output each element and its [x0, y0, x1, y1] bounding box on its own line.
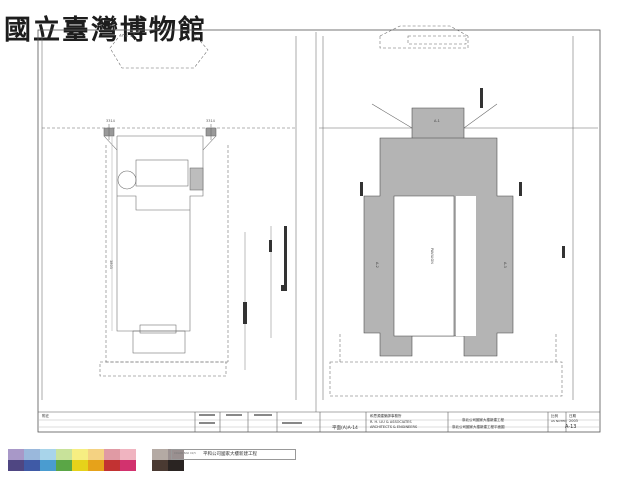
exhibit-hall: [363, 107, 514, 357]
swatch: [40, 449, 56, 460]
swatch: [88, 460, 104, 471]
swatch: [72, 460, 88, 471]
left-floor-plan: [41, 29, 297, 400]
swatch: [168, 449, 184, 460]
swatch-column: [88, 449, 104, 471]
swatch-column: [104, 449, 120, 471]
swatch-column: [72, 449, 88, 471]
room-label-top: A-1: [434, 119, 440, 123]
project-name: 臺北公司國家大樓新建工程: [462, 418, 504, 422]
swatch-column: [136, 449, 152, 471]
title-block: [38, 411, 600, 432]
swatch: [72, 449, 88, 460]
title-block-marks: [199, 414, 302, 424]
swatch-column: [168, 449, 184, 471]
swatch: [120, 449, 136, 460]
swatch: [56, 449, 72, 460]
sheet-number: A-13: [565, 424, 577, 430]
swatch: [136, 460, 152, 471]
swatch: [8, 460, 24, 471]
left-dimension-w1: 3314: [106, 119, 116, 123]
sheet-frame: [37, 29, 601, 433]
scale-value: AS NOTED: [551, 419, 567, 423]
room-label-center: PAVILION: [430, 248, 434, 264]
footer-caption: 平和公司國家大樓新建工程: [203, 452, 257, 457]
firm-name-en-2: ARCHITECTS & ENGINEERS: [370, 425, 418, 429]
left-annotations: [243, 226, 287, 324]
swatch: [168, 460, 184, 471]
sheet-reference: 平面(A)A-14: [332, 426, 358, 431]
color-calibration-bar: [8, 449, 184, 471]
swatch: [120, 460, 136, 471]
swatch: [88, 449, 104, 460]
firm-name-en: R. H. LIU & ASSOCIATES: [370, 420, 412, 424]
swatch-column: [8, 449, 24, 471]
swatch: [152, 460, 168, 471]
swatch-column: [152, 449, 168, 471]
left-dimension-w2: 3314: [206, 119, 216, 123]
left-dimension-length: 3803: [109, 260, 113, 269]
right-annotations: [360, 88, 565, 258]
date-value: 2003: [569, 419, 578, 423]
institution-stamp: 國立臺灣博物館: [4, 15, 207, 46]
swatch: [8, 449, 24, 460]
swatch: [56, 460, 72, 471]
footer-caption-box: COLOR BAR 02/5 平和公司國家大樓新建工程: [171, 449, 296, 460]
swatch: [40, 460, 56, 471]
scale-label: 比例: [551, 414, 558, 418]
swatch: [104, 449, 120, 460]
date-label: 日期: [569, 414, 576, 418]
color-bar-label: COLOR BAR 02/5: [174, 452, 196, 455]
swatch-column: [24, 449, 40, 471]
drawing-name: 臺北公司國家大樓新建工程平面圖: [452, 425, 505, 429]
swatch-column: [56, 449, 72, 471]
swatch: [104, 460, 120, 471]
swatch: [136, 449, 152, 460]
swatch: [24, 460, 40, 471]
room-label-right: A-3: [503, 262, 507, 268]
right-floor-plan: [319, 25, 598, 400]
swatch-column: [40, 449, 56, 471]
room-label-left: A-2: [375, 262, 379, 268]
swatch: [24, 449, 40, 460]
swatch: [152, 449, 168, 460]
notes-label: 附註: [42, 414, 49, 418]
swatch-column: [120, 449, 136, 471]
firm-name: 和思源建築師事務所: [370, 414, 402, 418]
